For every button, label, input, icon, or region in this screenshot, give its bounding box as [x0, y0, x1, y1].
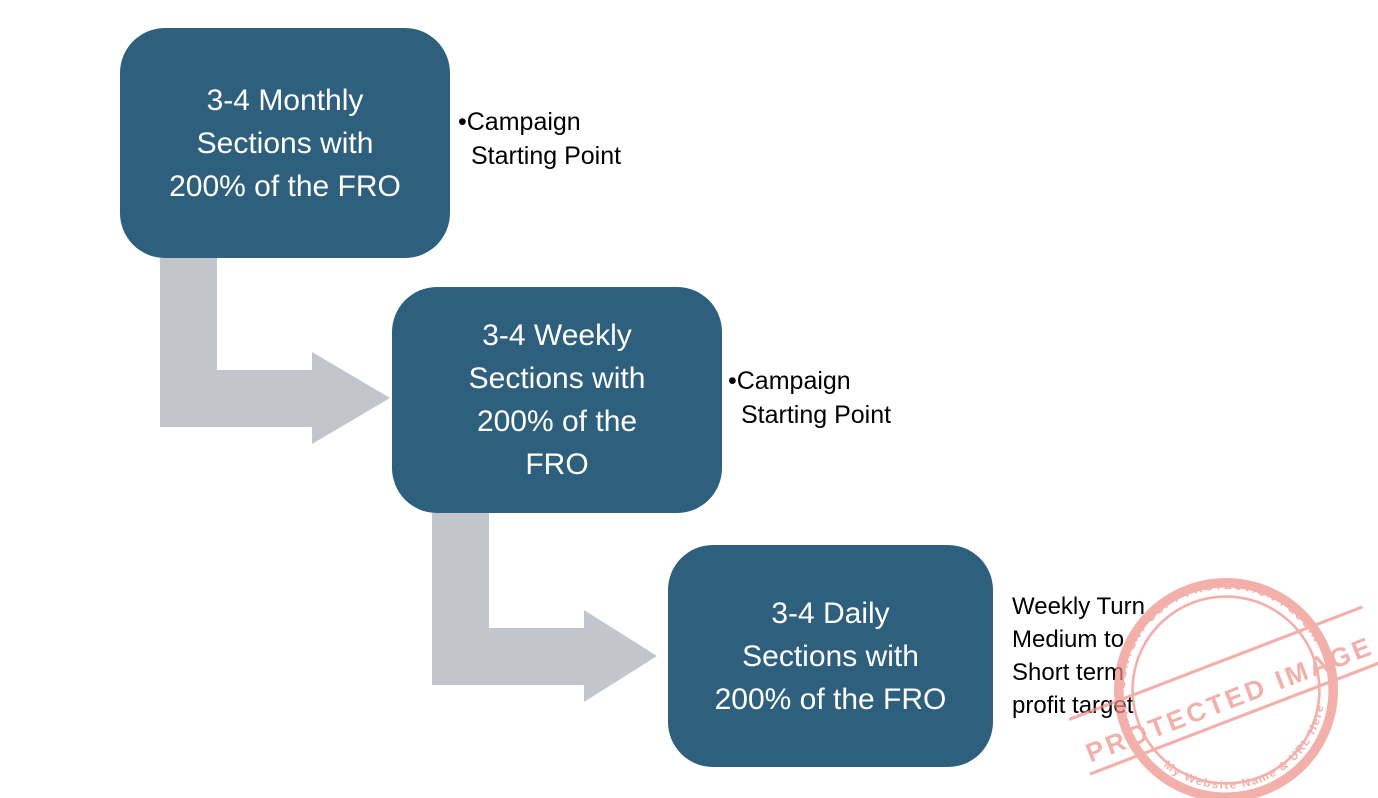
annotation-3-line-4: profit target — [1012, 692, 1134, 719]
annotation-3-line-2: Medium to — [1012, 626, 1125, 653]
box-daily-sections: 3-4 Daily Sections with 200% of the FRO — [668, 545, 993, 767]
box-weekly-line-1: 3-4 Weekly — [482, 319, 632, 352]
watermark-inner-ring — [1131, 595, 1321, 785]
box-weekly-line-2: Sections with — [468, 362, 646, 395]
protected-image-watermark: WP CONTENT COPY PROTECTION PLUGIN PROTEC… — [1048, 512, 1378, 798]
box-daily-line-3: 200% of the FRO — [714, 682, 947, 716]
watermark-stamp: WP CONTENT COPY PROTECTION PLUGIN PROTEC… — [1068, 547, 1378, 798]
box-monthly-line-3: 200% of the FRO — [169, 169, 401, 203]
watermark-outer-ring — [1114, 578, 1338, 798]
annotation-2-line-2: Starting Point — [741, 401, 892, 429]
annotation-campaign-starting-point-1: •Campaign Starting Point — [458, 105, 621, 173]
box-monthly-sections: 3-4 Monthly Sections with 200% of the FR… — [120, 28, 450, 258]
watermark-band-line-bottom — [1089, 659, 1378, 776]
annotation-3-line-1: Weekly Turn — [1012, 593, 1145, 620]
annotation-2-line-1: •Campaign — [728, 367, 851, 395]
box-daily-line-2: Sections with — [742, 639, 919, 673]
box-monthly-line-1: 3-4 Monthly — [206, 83, 364, 117]
box-daily-line-1: 3-4 Daily — [771, 596, 890, 630]
annotation-weekly-turn-profit-target: Weekly Turn Medium to Short term profit … — [1012, 590, 1145, 722]
elbow-arrow-weekly-to-daily — [432, 513, 657, 702]
box-weekly-sections: 3-4 Weekly Sections with 200% of the FRO — [392, 287, 722, 513]
annotation-campaign-starting-point-2: •Campaign Starting Point — [728, 364, 891, 432]
annotation-3-line-3: Short term — [1012, 659, 1125, 686]
box-weekly-line-4: FRO — [525, 448, 589, 481]
elbow-arrow-monthly-to-weekly — [160, 258, 390, 444]
annotation-1-line-2: Starting Point — [471, 142, 622, 170]
annotation-1-line-1: •Campaign — [458, 108, 581, 136]
box-weekly-line-3: 200% of the — [476, 405, 638, 438]
watermark-band-line-top — [1068, 605, 1363, 722]
box-monthly-line-2: Sections with — [196, 126, 374, 160]
